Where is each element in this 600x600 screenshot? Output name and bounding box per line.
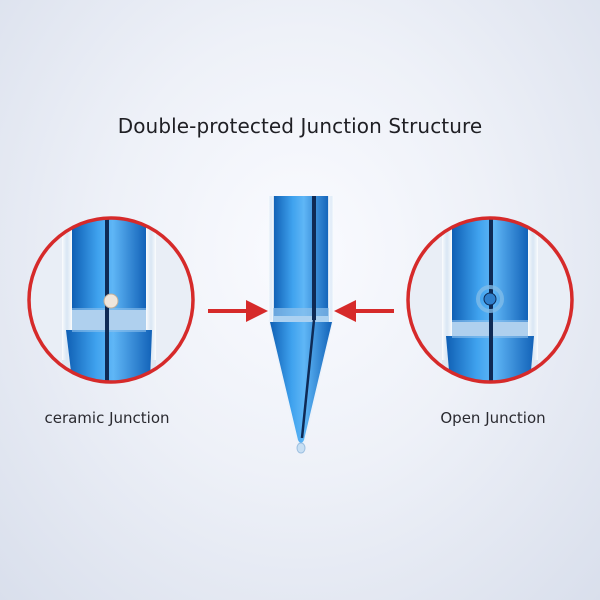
electrode-tip bbox=[268, 196, 334, 454]
right-arrow-icon bbox=[334, 300, 394, 322]
open-junction-label: Open Junction bbox=[440, 409, 546, 427]
diagram-title: Double-protected Junction Structure bbox=[117, 114, 483, 138]
left-arrow-icon bbox=[208, 300, 268, 322]
open-junction-magnifier bbox=[406, 216, 574, 384]
ceramic-junction-magnifier bbox=[27, 216, 195, 384]
ceramic-junction-label: ceramic Junction bbox=[44, 409, 170, 427]
